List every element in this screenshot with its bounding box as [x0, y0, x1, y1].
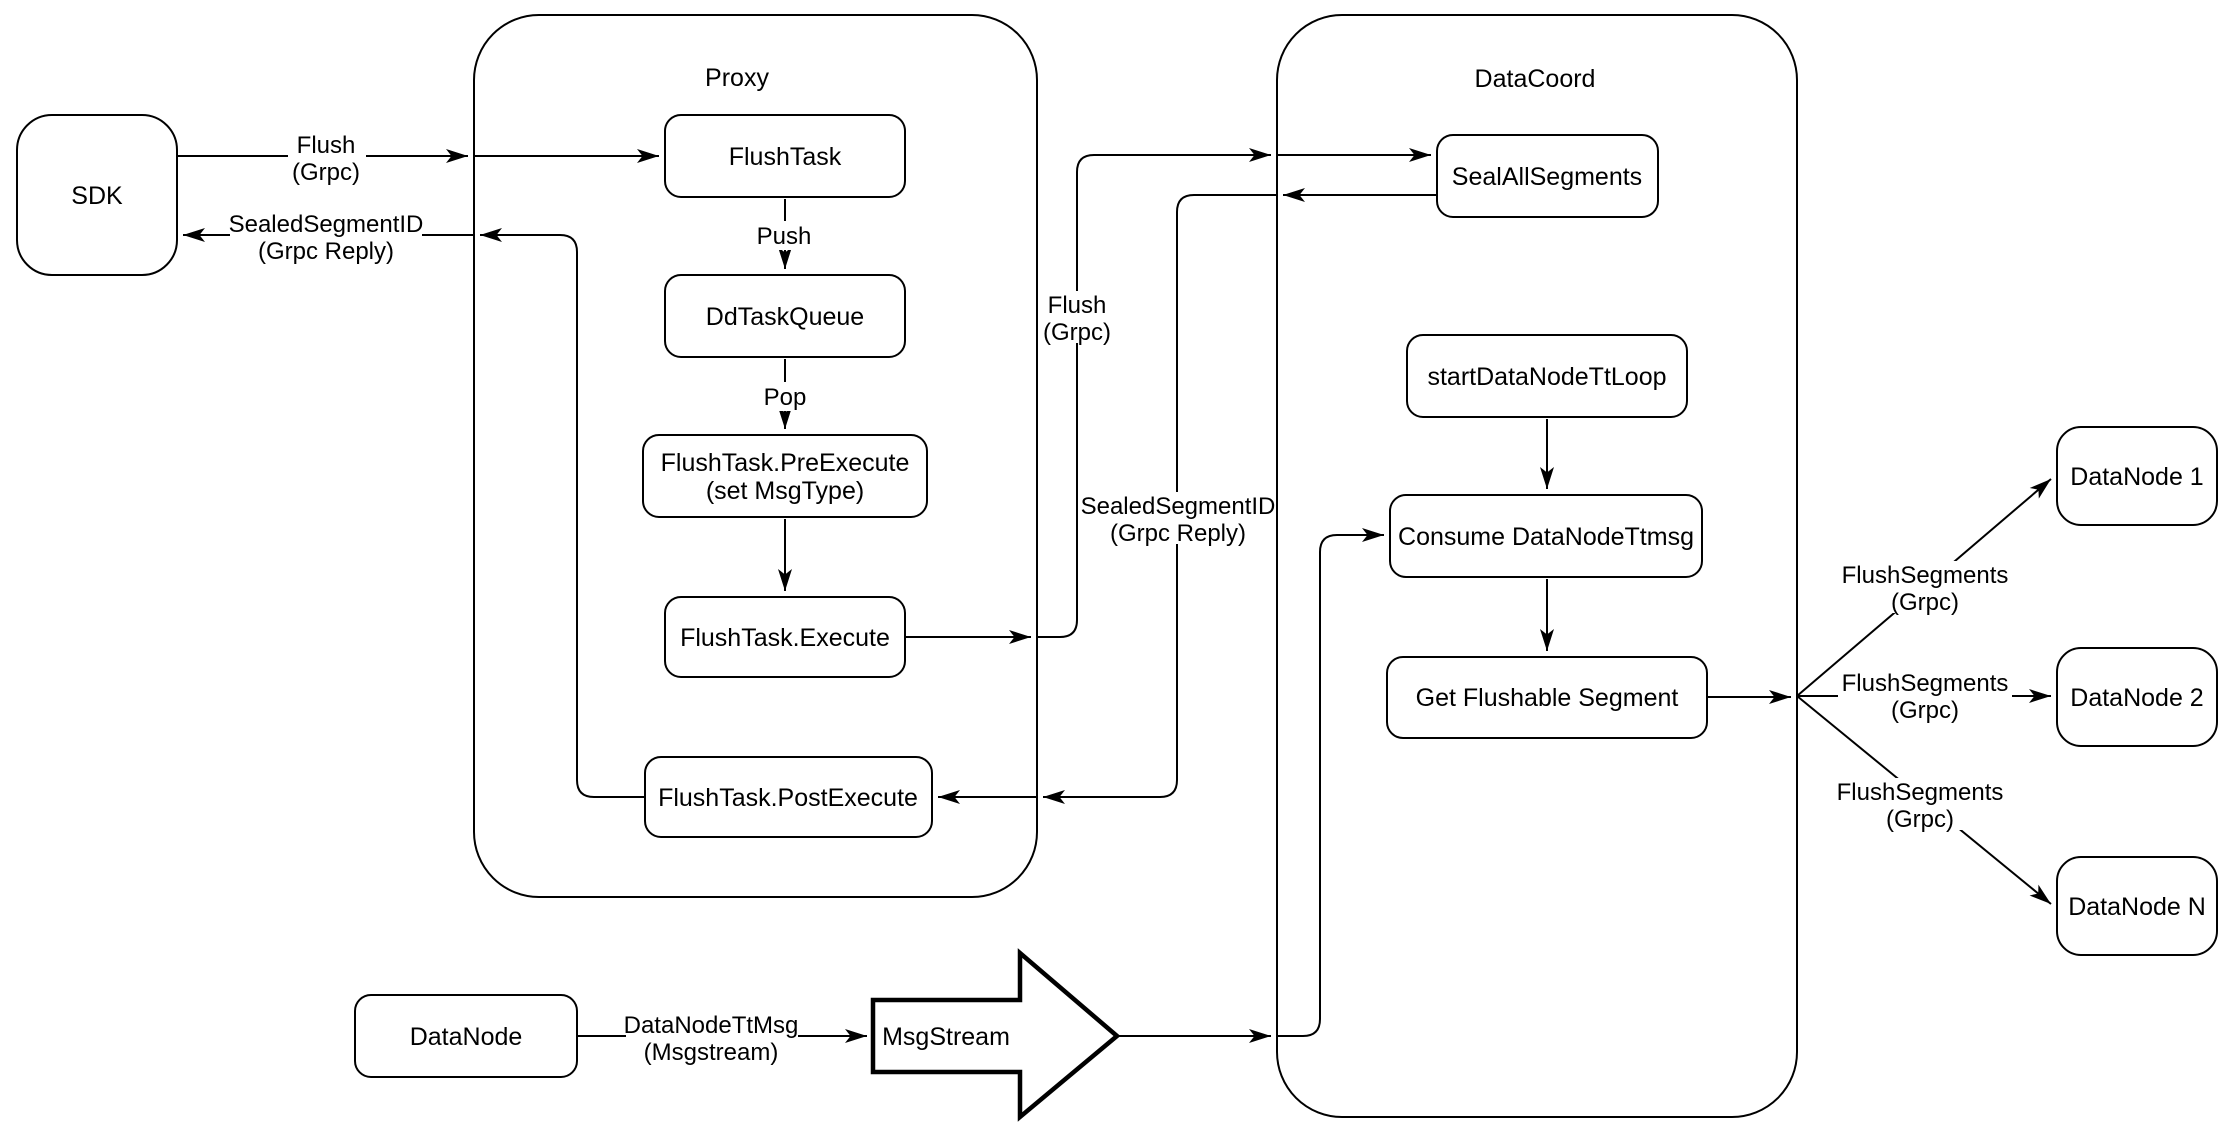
- edge-proxy-to-datacoord-flush: [1037, 148, 1271, 638]
- edge-label-sealedsegmentid-sdk: SealedSegmentID (Grpc Reply): [229, 211, 424, 265]
- edge-label-flushsegments-1: FlushSegments (Grpc): [1838, 561, 2012, 616]
- edge-label-flush-grpc-mid: Flush (Grpc): [1039, 291, 1115, 346]
- node-ddtaskqueue-label: DdTaskQueue: [706, 303, 864, 331]
- node-preexecute-label-line2: (set MsgType): [706, 477, 864, 505]
- svg-text:(Grpc Reply): (Grpc Reply): [258, 238, 394, 265]
- node-sealallsegments[interactable]: SealAllSegments: [1436, 134, 1659, 218]
- node-preexecute-label-line1: FlushTask.PreExecute: [661, 449, 910, 477]
- svg-text:(Grpc Reply): (Grpc Reply): [1110, 520, 1246, 547]
- edge-label-flush-grpc-sdk: Flush (Grpc): [288, 132, 366, 186]
- node-ddtaskqueue[interactable]: DdTaskQueue: [664, 274, 906, 358]
- edge-label-flushsegments-3: FlushSegments (Grpc): [1833, 778, 2007, 833]
- node-datanode1-label: DataNode 1: [2070, 463, 2203, 491]
- node-consumedatanodettmsg-label: Consume DataNodeTtmsg: [1398, 523, 1694, 551]
- node-sdk-label: SDK: [71, 182, 123, 210]
- svg-text:Flush: Flush: [297, 132, 356, 159]
- datacoord-container-label: DataCoord: [1475, 65, 1596, 93]
- svg-text:DataNodeTtMsg: DataNodeTtMsg: [624, 1012, 799, 1039]
- svg-text:(Grpc): (Grpc): [1891, 697, 1959, 724]
- node-execute-label: FlushTask.Execute: [680, 624, 890, 652]
- node-sealallsegments-label: SealAllSegments: [1452, 163, 1642, 191]
- node-datanode2-label: DataNode 2: [2070, 684, 2203, 712]
- node-datanode-bottom-label: DataNode: [410, 1023, 523, 1051]
- svg-text:SealedSegmentID: SealedSegmentID: [229, 211, 424, 238]
- node-startdatanodettloop[interactable]: startDataNodeTtLoop: [1406, 334, 1688, 418]
- node-startdatanodettloop-label: startDataNodeTtLoop: [1427, 363, 1666, 391]
- edge-label-datanodettmsg: DataNodeTtMsg (Msgstream): [624, 1011, 799, 1066]
- svg-text:FlushSegments: FlushSegments: [1842, 562, 2009, 589]
- node-msgstream[interactable]: MsgStream: [870, 948, 1121, 1122]
- edge-label-pop: Pop: [758, 382, 812, 411]
- svg-text:(Msgstream): (Msgstream): [644, 1039, 779, 1066]
- node-sdk[interactable]: SDK: [16, 114, 178, 276]
- svg-text:(Grpc): (Grpc): [1886, 806, 1954, 833]
- node-datanode1[interactable]: DataNode 1: [2056, 426, 2218, 526]
- proxy-container-label: Proxy: [705, 64, 769, 92]
- svg-text:Push: Push: [757, 223, 812, 250]
- svg-text:FlushSegments: FlushSegments: [1842, 670, 2009, 697]
- node-postexecute-label: FlushTask.PostExecute: [658, 784, 918, 812]
- edge-postexecute-to-proxy-edge: [480, 228, 645, 798]
- svg-text:SealedSegmentID: SealedSegmentID: [1081, 493, 1276, 520]
- edge-datacoord-to-consume: [1277, 528, 1384, 1037]
- svg-text:Pop: Pop: [764, 384, 807, 411]
- svg-text:(Grpc): (Grpc): [1043, 319, 1111, 346]
- svg-text:FlushSegments: FlushSegments: [1837, 779, 2004, 806]
- node-preexecute[interactable]: FlushTask.PreExecute (set MsgType): [642, 434, 928, 518]
- node-execute[interactable]: FlushTask.Execute: [664, 596, 906, 678]
- msgstream-block-arrow-icon: [870, 948, 1121, 1122]
- svg-text:Flush: Flush: [1048, 292, 1107, 319]
- node-postexecute[interactable]: FlushTask.PostExecute: [644, 756, 933, 838]
- edge-label-flushsegments-2: FlushSegments (Grpc): [1838, 669, 2012, 724]
- node-getflushablesegment-label: Get Flushable Segment: [1416, 684, 1679, 712]
- edge-label-push: Push: [752, 221, 816, 250]
- node-datanoden[interactable]: DataNode N: [2056, 856, 2218, 956]
- node-msgstream-label: MsgStream: [882, 1023, 1010, 1051]
- node-flushtask-label: FlushTask: [729, 143, 842, 171]
- node-datanode-bottom[interactable]: DataNode: [354, 994, 578, 1078]
- edge-label-sealedsegmentid-mid: SealedSegmentID (Grpc Reply): [1081, 492, 1276, 547]
- svg-text:(Grpc): (Grpc): [292, 159, 360, 186]
- node-getflushablesegment[interactable]: Get Flushable Segment: [1386, 656, 1708, 739]
- node-datanoden-label: DataNode N: [2068, 893, 2206, 921]
- node-consumedatanodettmsg[interactable]: Consume DataNodeTtmsg: [1389, 494, 1703, 578]
- svg-text:(Grpc): (Grpc): [1891, 589, 1959, 616]
- node-flushtask[interactable]: FlushTask: [664, 114, 906, 198]
- node-datanode2[interactable]: DataNode 2: [2056, 647, 2218, 747]
